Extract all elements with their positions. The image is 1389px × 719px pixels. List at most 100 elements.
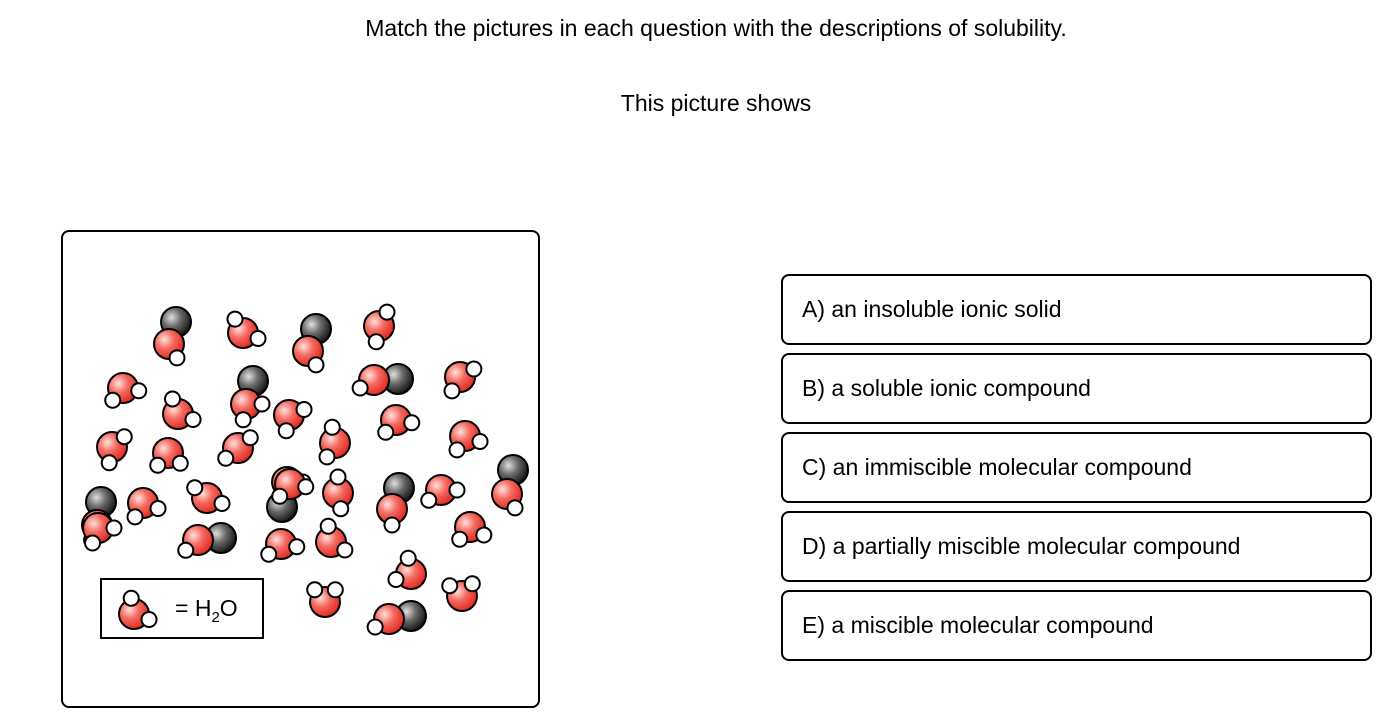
hydrogen-atom (104, 391, 122, 409)
water-molecule (322, 468, 354, 518)
hydrogen-atom (217, 449, 235, 467)
hydrogen-atom (367, 333, 385, 351)
hydrogen-atom (506, 499, 524, 517)
solute-molecule (177, 522, 237, 559)
hydrogen-atom (318, 448, 336, 466)
answer-option-e[interactable]: E) a miscible molecular compound (781, 590, 1372, 661)
hydrogen-atom (307, 356, 325, 374)
hydrogen-atom (451, 530, 469, 548)
hydrogen-atom (84, 534, 102, 552)
hydrogen-atom (306, 581, 324, 599)
hydrogen-atom (277, 422, 295, 440)
hydrogen-atom (249, 329, 267, 347)
hydrogen-atom (149, 499, 167, 517)
hydrogen-atom (326, 581, 344, 599)
hydrogen-atom (323, 418, 341, 436)
hydrogen-atom (443, 382, 461, 400)
hydrogen-atom (403, 414, 421, 432)
question-instruction: Match the pictures in each question with… (365, 15, 1067, 41)
water-molecule (318, 418, 351, 466)
water-molecule (126, 487, 167, 526)
hydrogen-atom (122, 589, 140, 607)
hydrogen-atom (184, 410, 202, 428)
hydrogen-atom (351, 379, 369, 397)
hydrogen-atom (441, 577, 459, 595)
hydrogen-atom (234, 411, 252, 429)
solute-molecule (366, 600, 427, 636)
hydrogen-atom (332, 500, 350, 518)
water-molecule (363, 303, 396, 351)
hydrogen-atom (420, 491, 438, 509)
solute-molecule (153, 306, 192, 367)
hydrogen-atom (241, 429, 259, 447)
water-molecule (260, 528, 306, 563)
hydrogen-atom (186, 479, 204, 497)
hydrogen-atom (448, 481, 466, 499)
hydrogen-atom (260, 545, 278, 563)
hydrogen-atom (387, 570, 405, 588)
hydrogen-atom (164, 390, 182, 408)
legend-water-icon (118, 589, 158, 630)
hydrogen-atom (378, 303, 396, 321)
solute-molecule (292, 313, 332, 374)
hydrogen-atom (295, 401, 313, 419)
hydrogen-atom (463, 575, 481, 593)
hydrogen-atom (465, 360, 483, 378)
solute-molecule (491, 454, 529, 517)
water-molecule (306, 581, 344, 618)
molecule-picture: = H2O (61, 230, 540, 708)
hydrogen-atom (126, 508, 144, 526)
hydrogen-atom (105, 519, 123, 537)
hydrogen-atom (168, 349, 186, 367)
water-molecule (82, 512, 123, 552)
hydrogen-atom (288, 538, 306, 556)
water-molecule (186, 479, 231, 514)
hydrogen-atom (140, 610, 158, 628)
hydrogen-atom (297, 478, 315, 496)
water-molecule (387, 549, 427, 590)
hydrogen-atom (377, 423, 395, 441)
hydrogen-atom (213, 494, 231, 512)
answer-option-b[interactable]: B) a soluble ionic compound (781, 353, 1372, 424)
water-molecule (451, 511, 493, 548)
water-molecule (443, 360, 483, 400)
hydrogen-atom (171, 454, 189, 472)
hydrogen-atom (475, 526, 493, 544)
hydrogen-atom (253, 395, 271, 413)
hydrogen-atom (130, 382, 148, 400)
legend-box: = H2O (100, 578, 264, 639)
hydrogen-atom (177, 541, 195, 559)
answer-option-d[interactable]: D) a partially miscible molecular compou… (781, 511, 1372, 582)
water-molecule (104, 372, 148, 409)
water-molecule (271, 468, 315, 505)
molecule-diagram: = H2O (81, 303, 529, 639)
hydrogen-atom (100, 454, 118, 472)
hydrogen-atom (115, 428, 133, 446)
legend-formula: = H2O (175, 595, 238, 626)
water-molecule (217, 429, 259, 467)
hydrogen-atom (271, 487, 289, 505)
hydrogen-atom (399, 549, 417, 567)
hydrogen-atom (226, 310, 244, 328)
water-molecule (420, 474, 466, 509)
water-molecule (377, 404, 421, 441)
hydrogen-atom (319, 517, 337, 535)
hydrogen-atom (366, 618, 384, 636)
solute-molecule (351, 363, 414, 397)
answer-option-c[interactable]: C) an immiscible molecular compound (781, 432, 1372, 503)
hydrogen-atom (471, 432, 489, 450)
hydrogen-atom (336, 541, 354, 559)
answer-option-a[interactable]: A) an insoluble ionic solid (781, 274, 1372, 345)
water-molecule (149, 437, 189, 474)
hydrogen-atom (329, 468, 347, 486)
water-molecule (315, 517, 354, 559)
water-molecule (96, 428, 133, 472)
water-molecule (448, 420, 489, 459)
solute-molecule (376, 472, 415, 534)
hydrogen-atom (383, 516, 401, 534)
solute-molecule (230, 365, 271, 429)
water-molecule (162, 390, 202, 430)
hydrogen-atom (149, 456, 167, 474)
question-prompt: This picture shows (620, 90, 812, 116)
water-molecule (273, 399, 313, 440)
